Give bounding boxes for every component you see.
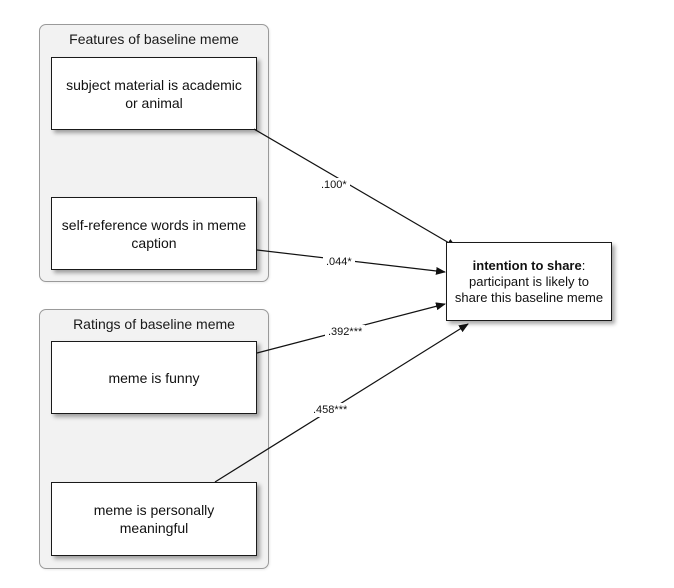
features-group-title: Features of baseline meme [69, 31, 239, 47]
arrow-subject-to-outcome [253, 128, 457, 248]
node-intention-to-share-text: intention to share: participant is likel… [453, 258, 605, 306]
coefficient-subject-material: .100* [318, 178, 350, 192]
outcome-bold-label: intention to share [472, 257, 582, 273]
node-meme-meaningful: meme is personally meaningful [51, 482, 257, 556]
coefficient-meme-meaningful: .458*** [310, 403, 351, 417]
outcome-description: participant is likely to share this base… [454, 273, 604, 305]
node-self-reference: self-reference words in meme caption [51, 197, 257, 270]
node-meme-meaningful-label: meme is personally meaningful [93, 502, 215, 536]
ratings-group-title: Ratings of baseline meme [73, 316, 235, 332]
node-subject-material: subject material is academic or animal [51, 57, 257, 130]
node-subject-material-label: subject material is academic or animal [66, 76, 242, 111]
coefficient-self-reference: .044* [323, 255, 355, 269]
outcome-separator: : [581, 257, 586, 273]
coefficient-meme-funny: .392*** [325, 325, 366, 339]
node-meme-funny-label: meme is funny [108, 369, 200, 386]
node-self-reference-label: self-reference words in meme caption [61, 216, 247, 251]
node-meme-funny: meme is funny [51, 341, 257, 414]
node-intention-to-share: intention to share: participant is likel… [446, 242, 612, 321]
